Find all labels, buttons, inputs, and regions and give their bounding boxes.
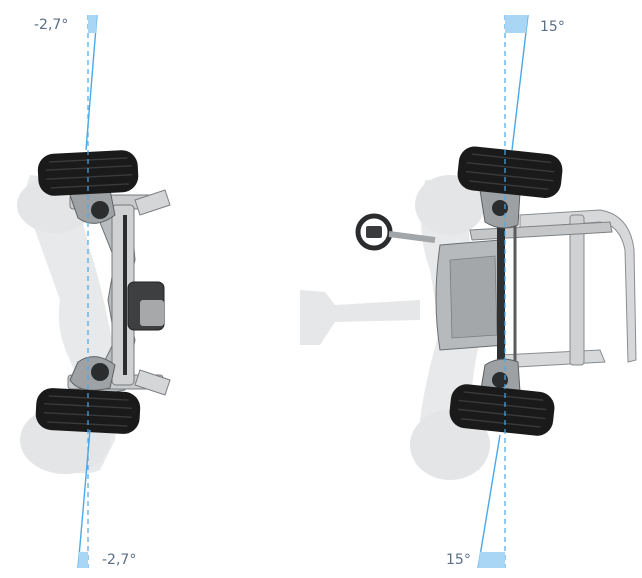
rear-toe-wedge-bottom [78,552,88,568]
rear-toe-angle-indicator [77,14,98,569]
rear-toe-angle-label-bottom: -2,7° [102,552,136,568]
rear-toe-angle-label-top: -2,7° [34,17,68,33]
rear-hub-top [91,201,109,219]
front-steer-wedge-bottom [478,552,505,568]
front-steer-angle-label-top: 15° [540,19,565,35]
front-wheel-bottom [449,384,555,436]
front-steer-line-bottom [477,434,501,569]
rear-actuator-housing [140,300,164,326]
steering-wheel [355,213,436,251]
rear-toe-wedge-top [88,15,97,33]
rear-hub-bottom [91,363,109,381]
front-hub-top [492,200,508,216]
front-steer-angle-label-bottom: 15° [446,552,471,568]
front-steer-angle-indicator [477,14,529,569]
front-steer-line-top [511,14,529,151]
rear-link-arm-bottom [134,369,171,396]
front-steer-wedge-top [505,15,528,33]
front-bumper-support [569,214,585,366]
front-axle-assembly [300,146,637,480]
steering-column-shadow [300,290,420,345]
rear-toe-line-top [85,14,98,151]
rear-link-arm-top [134,189,171,216]
front-wheel-top [457,146,563,198]
front-cradle-detail [449,255,498,339]
front-hub-bottom [492,372,508,388]
front-steering-rack [497,225,505,380]
front-wheel-top-shadow [415,175,485,235]
rear-axle-assembly [17,150,171,474]
rear-toe-line-bottom [77,429,91,569]
